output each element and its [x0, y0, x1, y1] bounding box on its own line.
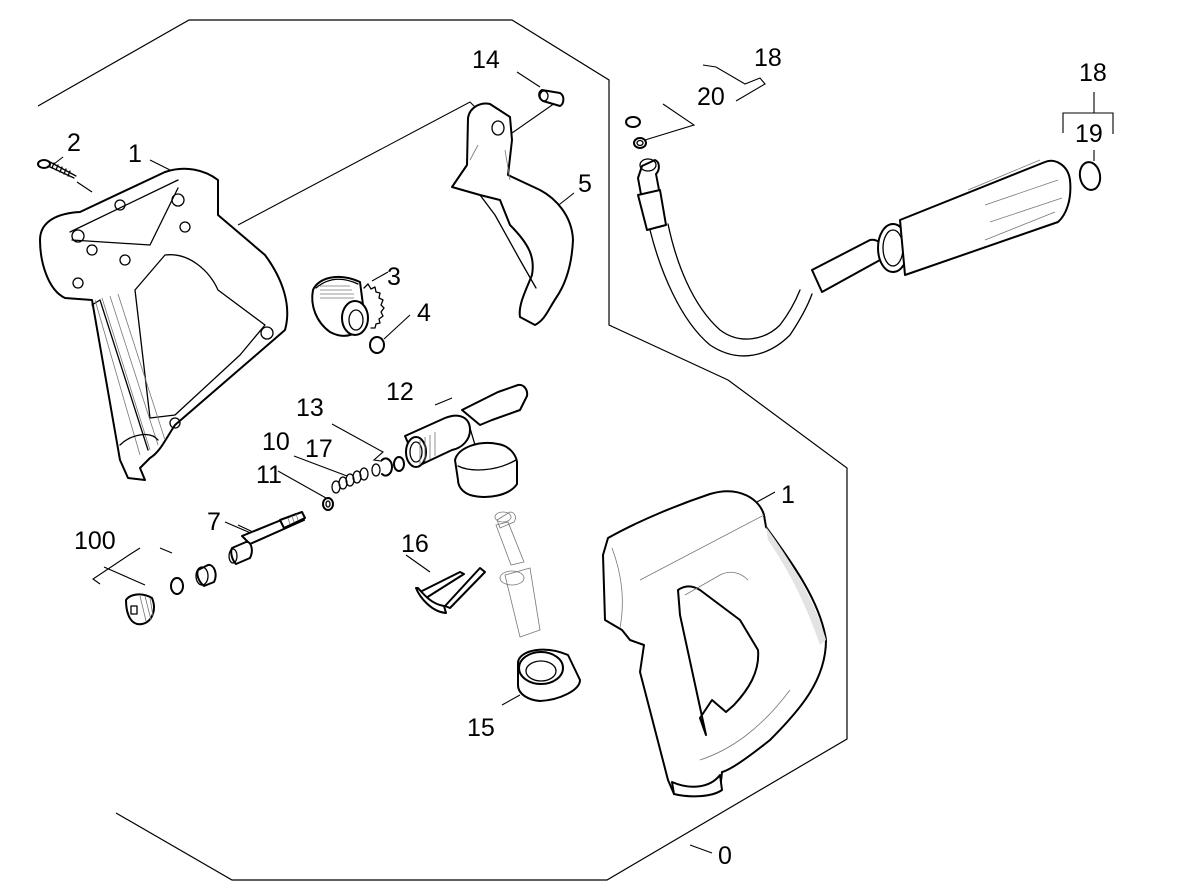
- callout-4: 4: [417, 299, 431, 327]
- nozzle-stem: [494, 511, 541, 638]
- callout-17: 17: [305, 435, 333, 463]
- leader-lines: [53, 64, 1114, 854]
- part-14-pin: [538, 89, 565, 107]
- callout-16: 16: [401, 530, 429, 558]
- callout-19: 19: [1075, 120, 1103, 148]
- part-7-valve-pin: [228, 511, 306, 565]
- callout-13: 13: [296, 394, 324, 422]
- part-11-washer: [322, 497, 334, 511]
- part-1-handle-shell-left: [39, 167, 289, 481]
- callout-11: 11: [256, 461, 282, 489]
- callout-12: 12: [386, 378, 414, 406]
- part-12-valve-body: [404, 383, 529, 498]
- callout-7: 7: [207, 508, 221, 536]
- callout-0: 0: [718, 842, 732, 870]
- callout-14: 14: [472, 46, 500, 74]
- callout-3: 3: [387, 263, 401, 291]
- callout-5: 5: [578, 170, 592, 198]
- part-19-o-ring: [1078, 161, 1102, 191]
- callout-1-left: 1: [128, 140, 142, 168]
- part-20-seals: [625, 116, 647, 149]
- part-5-trigger: [451, 102, 574, 326]
- callout-2: 2: [67, 129, 81, 157]
- part-3-gear-ring: [311, 275, 385, 337]
- part-2-screw: [37, 159, 77, 179]
- callout-100: 100: [74, 527, 116, 555]
- callout-18-right: 18: [1079, 59, 1107, 87]
- callout-18-top: 18: [754, 44, 782, 72]
- part-4-o-ring: [369, 336, 385, 354]
- part-100-valve-kit: [125, 563, 217, 626]
- part-1-handle-shell-right: [602, 490, 827, 798]
- callout-10: 10: [262, 428, 290, 456]
- callout-20: 20: [697, 83, 725, 111]
- part-18-lance: [637, 158, 1072, 357]
- callout-15: 15: [467, 714, 495, 742]
- callout-1-right: 1: [781, 481, 795, 509]
- part-15-collar: [517, 648, 581, 702]
- part-16-clip: [415, 567, 486, 614]
- part-13-o-ring: [393, 456, 405, 472]
- assembly-frame: [37, 19, 848, 881]
- part-10-spring: [331, 463, 381, 494]
- part-17-backup-ring: [381, 457, 393, 477]
